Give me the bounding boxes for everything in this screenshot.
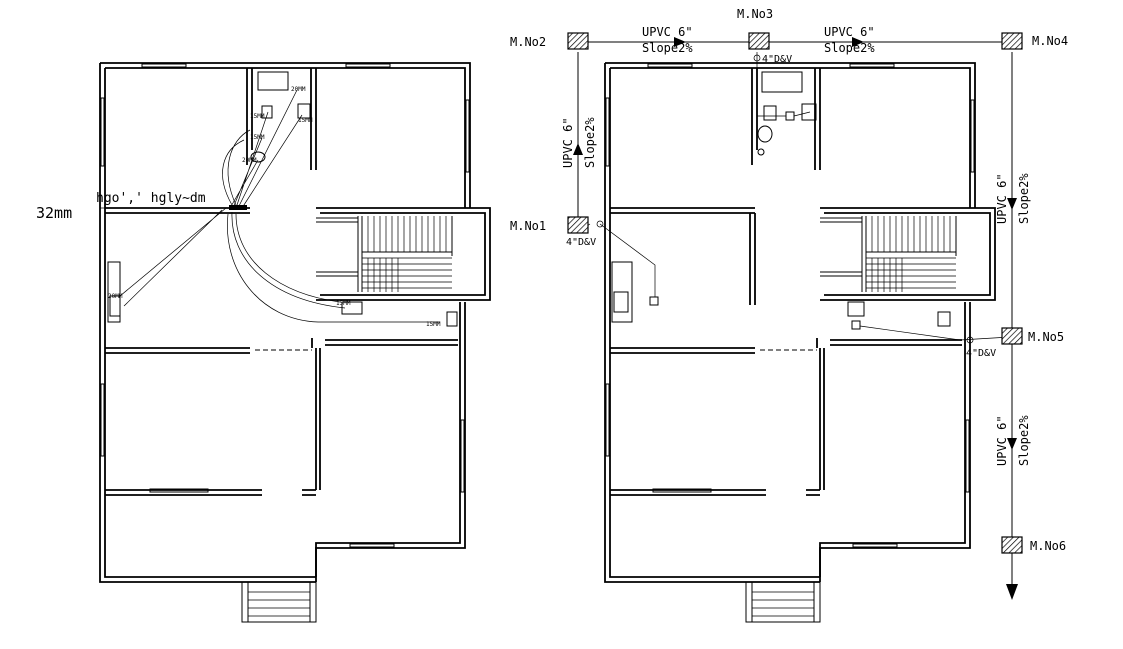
right-plan-labels: M.No1 M.No2 M.No3 M.No4 M.No5 M.No6 UPVC…: [510, 7, 1068, 553]
left-outer-walls: [99, 62, 471, 583]
pipe-material-label: UPVC 6": [995, 173, 1009, 224]
manhole-label: M.No1: [510, 219, 546, 233]
main-drain-lines: [573, 37, 1018, 600]
manhole-label: M.No3: [737, 7, 773, 21]
left-plan-labels: 32mm hgo',' hgly~dm 20MM 15MM 15MM 15MM …: [36, 86, 441, 328]
left-interior-walls: [105, 68, 491, 496]
dv-label: 4"D&V: [966, 348, 996, 359]
fixture-label: 15MM: [250, 113, 265, 120]
fixture-label: 15MM: [250, 134, 265, 141]
manholes: [567, 32, 1023, 554]
water-supply-plan: [99, 62, 491, 623]
left-stair-treads: [362, 216, 452, 292]
fixture-label: 15MM: [298, 117, 313, 124]
left-entry-steps: [241, 582, 317, 623]
right-outer-walls: [604, 62, 976, 583]
pipe-slope-label: Slope2%: [824, 41, 875, 55]
manhole-label: M.No2: [510, 35, 546, 49]
manhole-1: [567, 216, 589, 234]
manhole-label: M.No5: [1028, 330, 1064, 344]
right-interior-walls: [610, 68, 996, 496]
pipe-slope-label: Slope2%: [583, 117, 597, 168]
right-fixtures: [611, 71, 951, 330]
pipe-material-label: UPVC 6": [995, 415, 1009, 466]
pipe-slope-label: Slope2%: [1017, 173, 1031, 224]
fixture-label: 20MM: [291, 86, 306, 93]
manhole-label: M.No6: [1030, 539, 1066, 553]
left-supply-lines: [100, 89, 440, 323]
fixture-label: 20MM: [108, 293, 123, 300]
manhole-4: [1001, 32, 1023, 50]
pipe-slope-label: Slope2%: [1017, 415, 1031, 466]
pipe-size-label: 32mm: [36, 204, 72, 222]
manhole-label: M.No4: [1032, 34, 1068, 48]
pipe-material-label: UPVC 6": [824, 25, 875, 39]
manhole-6: [1001, 536, 1023, 554]
pipe-material-label: UPVC 6": [561, 117, 575, 168]
pipe-garbled-label: hgo',' hgly~dm: [96, 191, 206, 206]
pipe-slope-label: Slope2%: [642, 41, 693, 55]
manhole-5: [1001, 327, 1023, 345]
fixture-label: 15MM: [426, 321, 441, 328]
right-stair-treads: [866, 216, 956, 292]
right-entry-steps: [745, 582, 821, 623]
dv-label: 4"D&V: [566, 237, 596, 248]
drainage-plan: [567, 32, 1023, 623]
manhole-2: [567, 32, 589, 50]
pipe-material-label: UPVC 6": [642, 25, 693, 39]
fixture-label: 15MM: [336, 300, 351, 307]
fixture-label: 20MM: [242, 157, 257, 164]
dv-label: 4"D&V: [762, 54, 792, 65]
manhole-3: [748, 32, 770, 50]
